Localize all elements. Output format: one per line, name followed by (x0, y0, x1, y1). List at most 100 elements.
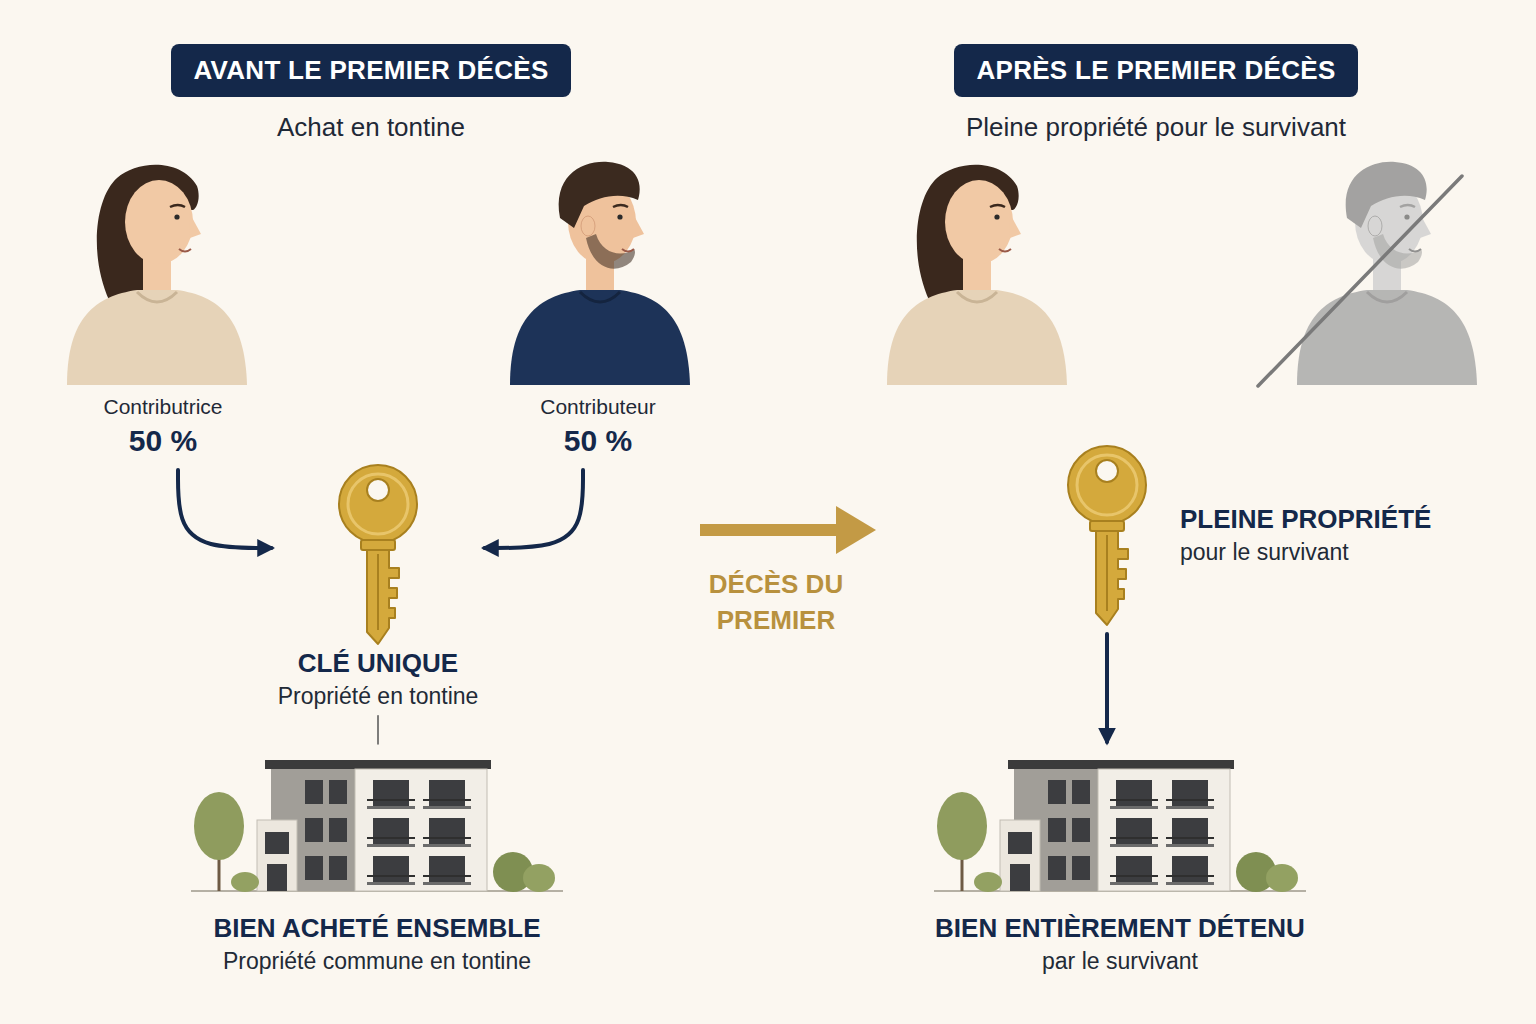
flow-arrow (484, 470, 583, 548)
flow-arrow (178, 470, 272, 548)
bush (231, 872, 259, 892)
key-collar (1090, 521, 1124, 531)
key-bow (1068, 446, 1146, 524)
building-icon (930, 748, 1310, 898)
bush (1266, 864, 1298, 892)
window (305, 856, 323, 880)
eyebrow (613, 205, 628, 207)
balcony-rail (1110, 837, 1158, 839)
mouth (999, 249, 1011, 252)
window (373, 780, 409, 806)
collar (580, 292, 620, 302)
window (1008, 832, 1032, 854)
person-figure (887, 165, 1067, 385)
role-name: Contributrice (103, 392, 222, 421)
text-column: PLEINE PROPRIÉTÉpour le survivant (1180, 503, 1431, 568)
beard (586, 234, 635, 269)
key-bow-inner (348, 474, 408, 534)
balcony-slab (367, 806, 415, 809)
contributor-label: Contributeur50 % (540, 392, 656, 462)
node-subtext: Propriété en tontine (278, 681, 479, 712)
building-right-block (1098, 769, 1230, 891)
node-heading: PLEINE PROPRIÉTÉ (1180, 503, 1431, 537)
torso (1297, 290, 1477, 385)
subtitle: Achat en tontine (277, 112, 465, 143)
balcony-slab (1166, 844, 1214, 847)
node-heading: CLÉ UNIQUE (278, 647, 479, 681)
key-bow-inner (1077, 455, 1137, 515)
balcony-rail (1166, 837, 1214, 839)
key-node: PLEINE PROPRIÉTÉpour le survivant (1062, 443, 1431, 628)
transition-arrow-shaft (700, 524, 842, 536)
window (1172, 780, 1208, 806)
subtitle: Pleine propriété pour le survivant (966, 112, 1346, 143)
eye (174, 214, 179, 219)
contributor-label: Contributrice50 % (103, 392, 222, 462)
node-subtext: Propriété commune en tontine (187, 946, 567, 977)
leader-line (377, 716, 379, 744)
hair (97, 165, 199, 300)
window (329, 780, 347, 804)
mouth (1409, 249, 1421, 252)
head (945, 180, 1013, 264)
building-wing (1000, 820, 1040, 891)
window (1116, 856, 1152, 882)
key-collar (361, 540, 395, 550)
window (1072, 818, 1090, 842)
hair (917, 165, 1019, 300)
balcony-rail (367, 799, 415, 801)
node-heading: BIEN ENTIÈREMENT DÉTENU (930, 912, 1310, 946)
window (1172, 818, 1208, 844)
window (429, 780, 465, 806)
balcony-rail (1166, 875, 1214, 877)
window (329, 856, 347, 880)
window (1072, 780, 1090, 804)
collar (137, 292, 177, 302)
ear (581, 216, 595, 236)
key-blade (367, 550, 399, 644)
phase-header: AVANT LE PREMIER DÉCÈS (171, 44, 570, 97)
strike-line (1258, 176, 1462, 386)
window (1048, 856, 1066, 880)
tree-crown (194, 792, 244, 860)
balcony-slab (1110, 882, 1158, 885)
person-figure (510, 162, 690, 385)
key-icon (1062, 443, 1152, 628)
building-wing (257, 820, 297, 891)
balcony-rail (423, 875, 471, 877)
eye (994, 214, 999, 219)
bush (523, 864, 555, 892)
property-node: BIEN ENTIÈREMENT DÉTENUpar le survivant (930, 748, 1310, 977)
header-text: AVANT LE PREMIER DÉCÈS (193, 55, 548, 86)
balcony-rail (423, 799, 471, 801)
bush (974, 872, 1002, 892)
share-percent: 50 % (540, 421, 656, 462)
window (1116, 818, 1152, 844)
window (1116, 780, 1152, 806)
hair (559, 162, 640, 228)
ear (1368, 216, 1382, 236)
transition-label: DÉCÈS DU PREMIER (666, 567, 886, 639)
eyebrow (1400, 205, 1415, 207)
torso (887, 290, 1067, 385)
eye (617, 214, 622, 219)
mouth (179, 249, 191, 252)
balcony-slab (1166, 882, 1214, 885)
property-node: BIEN ACHETÉ ENSEMBLEPropriété commune en… (187, 748, 567, 977)
collar (1367, 292, 1407, 302)
header-text: APRÈS LE PREMIER DÉCÈS (976, 55, 1335, 86)
window (329, 818, 347, 842)
window (305, 818, 323, 842)
building-right-block (355, 769, 487, 891)
balcony-rail (1110, 799, 1158, 801)
deceased-person (1297, 162, 1477, 385)
window (1048, 818, 1066, 842)
balcony-rail (367, 875, 415, 877)
eyebrow (990, 205, 1005, 207)
tree-crown (937, 792, 987, 860)
building-roof (1008, 760, 1234, 769)
balcony-rail (367, 837, 415, 839)
balcony-rail (1110, 875, 1158, 877)
balcony-slab (1110, 806, 1158, 809)
torso (67, 290, 247, 385)
